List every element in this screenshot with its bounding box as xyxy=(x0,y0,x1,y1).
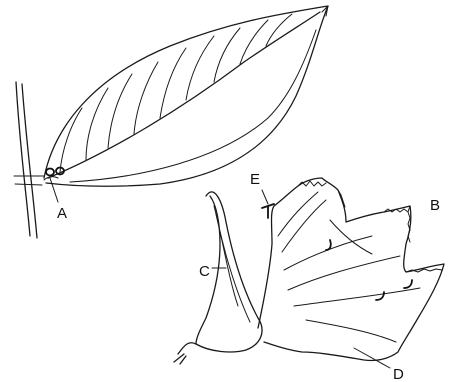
leaf-stem xyxy=(16,82,37,238)
leaf-glands xyxy=(44,168,64,181)
petal-margin-scallops xyxy=(298,181,442,272)
flower xyxy=(174,178,444,364)
label-c: C xyxy=(199,263,210,280)
leaf-veins xyxy=(60,14,292,172)
leaf xyxy=(14,6,328,238)
stem-node xyxy=(14,176,44,185)
petal-veins xyxy=(278,192,420,342)
leaf-midrib xyxy=(48,12,320,178)
leader-lines xyxy=(50,178,390,368)
label-d: D xyxy=(393,366,404,382)
label-b: B xyxy=(430,197,440,214)
label-a: A xyxy=(57,205,67,222)
spur-tip xyxy=(174,354,186,364)
label-e: E xyxy=(250,171,260,188)
spur-outline-outer xyxy=(178,192,262,354)
petal-glands xyxy=(326,240,412,300)
